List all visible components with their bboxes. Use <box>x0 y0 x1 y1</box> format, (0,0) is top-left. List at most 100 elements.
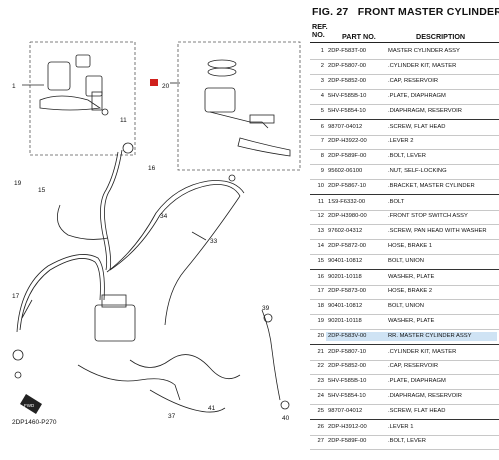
description-cell: .LEVER 2 <box>388 138 414 144</box>
header-desc: DESCRIPTION <box>416 32 466 41</box>
callout-15: 15 <box>38 187 46 194</box>
ref-cell: 21 <box>317 349 324 355</box>
table-row[interactable]: 12 2DP-H3980-00 .FRONT STOP SWITCH ASSY <box>310 209 499 225</box>
description-cell: .CYLINDER KIT, MASTER <box>388 63 457 69</box>
ref-20-marker <box>150 79 158 86</box>
table-row[interactable]: 16 90201-10118 WASHER, PLATE <box>310 269 499 286</box>
part-number-cell: 5HV-F5854-10 <box>328 108 366 114</box>
header-part: PART NO. <box>342 32 376 41</box>
ref-cell: 23 <box>317 378 324 384</box>
table-row[interactable]: 15 90401-10812 BOLT, UNION <box>310 254 499 270</box>
table-row[interactable]: 3 2DP-F5852-00 .CAP, RESERVOIR <box>310 74 499 90</box>
diagram-code: 2DP1460-P270 <box>12 419 57 426</box>
description-cell: .CYLINDER KIT, MASTER <box>388 349 457 355</box>
ref-cell: 12 <box>317 213 324 219</box>
description-cell: HOSE, BRAKE 2 <box>388 288 433 294</box>
part-number-cell: 90201-10118 <box>328 318 362 324</box>
callout-17: 17 <box>12 293 20 300</box>
part-number-cell: 2DP-F583T-00 <box>328 48 367 54</box>
ref-cell: 3 <box>320 78 324 84</box>
figure-number: FIG. 27 <box>312 6 349 18</box>
callout-20: 20 <box>162 83 170 90</box>
callout-39: 39 <box>262 305 270 312</box>
description-cell: .SCREW, FLAT HEAD <box>388 408 446 414</box>
part-number-cell: 2DP-F5852-00 <box>328 78 367 84</box>
ref-cell: 15 <box>317 258 324 264</box>
description-cell: .PLATE, DIAPHRAGM <box>388 93 446 99</box>
table-row[interactable]: 25 98707-04012 .SCREW, FLAT HEAD <box>310 404 499 420</box>
ref-cell: 20 <box>317 333 324 339</box>
table-row[interactable]: 21 2DP-F5807-10 .CYLINDER KIT, MASTER <box>310 344 499 361</box>
part-number-cell: 5HV-F585B-10 <box>328 93 367 99</box>
part-number-cell: 2DP-F5807-10 <box>328 349 367 355</box>
fwd-arrow-icon: FWD <box>20 394 42 414</box>
description-cell: .PLATE, DIAPHRAGM <box>388 378 446 384</box>
callout-40: 40 <box>282 415 290 422</box>
table-row[interactable]: 4 5HV-F585B-10 .PLATE, DIAPHRAGM <box>310 89 499 105</box>
ref-cell: 26 <box>317 424 324 430</box>
description-cell: RR. MASTER CYLINDER ASSY <box>388 333 472 339</box>
ref-cell: 4 <box>320 93 324 99</box>
part-number-cell: 2DP-F5872-00 <box>328 243 367 249</box>
callout-19: 19 <box>14 180 22 187</box>
description-cell: .BOLT, LEVER <box>388 438 426 444</box>
part-number-cell: 2DP-F5852-00 <box>328 363 367 369</box>
part-number-cell: 97602-04312 <box>328 228 363 234</box>
parts-table: FIG. 27 FRONT MASTER CYLINDER REF. NO. P… <box>310 0 499 455</box>
ref-cell: 24 <box>317 393 324 399</box>
ref-cell: 10 <box>317 183 324 189</box>
callout-16: 16 <box>148 165 156 172</box>
ref-cell: 9 <box>320 168 324 174</box>
description-cell: .CAP, RESERVOIR <box>388 363 439 369</box>
part-number-cell: 90401-10812 <box>328 258 363 264</box>
ref-cell: 16 <box>317 274 324 280</box>
description-cell: .SCREW, PAN HEAD WITH WASHER <box>388 228 487 234</box>
description-cell: WASHER, PLATE <box>388 274 435 280</box>
part-number-cell: 90401-10812 <box>328 303 363 309</box>
part-number-cell: 2DP-F5807-00 <box>328 63 367 69</box>
callout-37: 37 <box>168 413 176 420</box>
part-number-cell: 98707-04012 <box>328 408 363 414</box>
description-cell: .SCREW, FLAT HEAD <box>388 124 446 130</box>
part-number-cell: 2DP-F5873-00 <box>328 288 367 294</box>
description-cell: .LEVER 1 <box>388 424 414 430</box>
ref-cell: 19 <box>317 318 324 324</box>
part-number-cell: 95602-06100 <box>328 168 363 174</box>
description-cell: .FRONT STOP SWITCH ASSY <box>388 213 468 219</box>
svg-text:FWD: FWD <box>24 403 35 408</box>
description-cell: BOLT, UNION <box>388 258 424 264</box>
description-cell: .DIAPHRAGM, RESERVOIR <box>388 108 462 114</box>
callout-labels: 1 20 11 16 19 15 33 17 34 39 37 41 40 <box>12 83 290 422</box>
ref-cell: 6 <box>320 124 324 130</box>
part-number-cell: 2DP-H3980-00 <box>328 213 367 219</box>
part-number-cell: 2DP-F589F-00 <box>328 438 367 444</box>
callout-41: 41 <box>208 405 216 412</box>
part-number-cell: 90201-10118 <box>328 274 362 280</box>
ref-cell: 17 <box>317 288 324 294</box>
callout-34: 34 <box>160 213 168 220</box>
table-row[interactable]: 17 2DP-F5873-00 HOSE, BRAKE 2 <box>310 284 499 300</box>
ref-cell: 25 <box>317 408 324 414</box>
ref-cell: 8 <box>320 153 324 159</box>
figure-title: FRONT MASTER CYLINDER <box>357 6 499 18</box>
description-cell: .CAP, RESERVOIR <box>388 78 439 84</box>
